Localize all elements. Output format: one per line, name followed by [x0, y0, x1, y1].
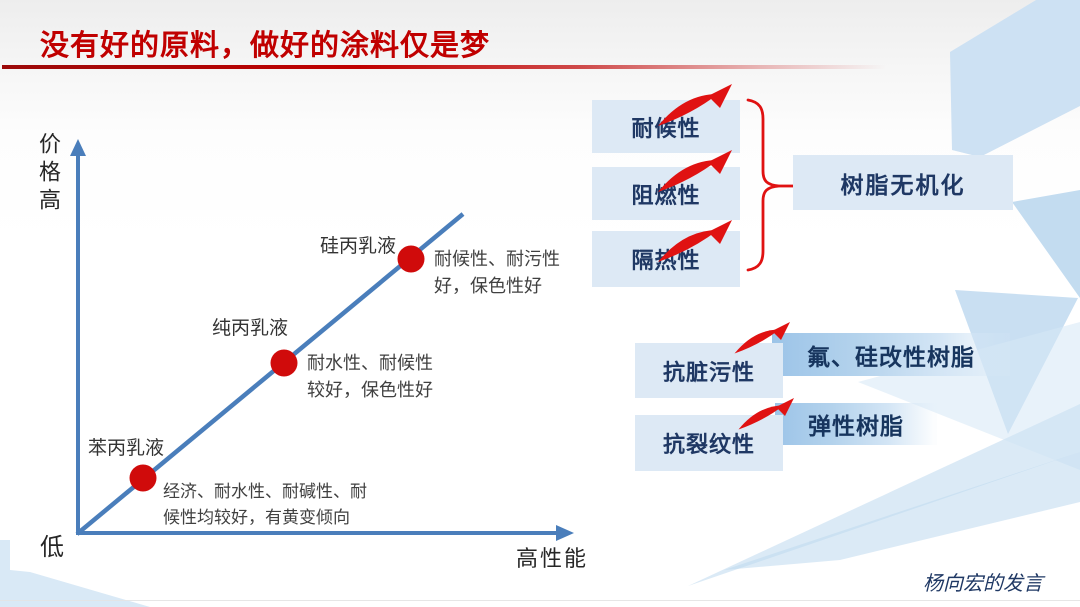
data-point-benbing [129, 464, 157, 492]
x-axis-arrowhead-icon [556, 525, 574, 541]
data-point-guibing [397, 245, 425, 273]
decor-polygon [1012, 190, 1080, 298]
point-label-chunbing: 纯丙乳液 [212, 318, 289, 339]
x-axis-label: 高性能 [516, 546, 589, 571]
point-desc-guibing: 耐候性、耐污性 好，保色性好 [434, 249, 560, 296]
data-point-chunbing [270, 349, 298, 377]
result-box-elastic-resin: 弹性树脂 [775, 403, 937, 445]
result-box-fluorine-silicone-resin: 氟、硅改性树脂 [772, 333, 1010, 376]
y-axis-low-label: 低 [40, 534, 64, 561]
decor-polygon [0, 540, 150, 607]
property-box-stain-resistance: 抗脏污性 [635, 343, 783, 398]
property-box-crack-resistance: 抗裂纹性 [635, 415, 783, 471]
point-label-benbing: 苯丙乳液 [88, 438, 165, 459]
title-underline [2, 65, 895, 69]
brace-icon [746, 98, 780, 272]
property-box-flame-retardancy: 阻燃性 [592, 167, 740, 220]
y-axis-label: 价格高 [36, 132, 61, 216]
point-label-guibing: 硅丙乳液 [320, 236, 397, 257]
slide-bottom-edge [0, 600, 1080, 601]
point-desc-benbing: 经济、耐水性、耐碱性、耐 候性均较好，有黄变倾向 [163, 482, 367, 527]
slide-title: 没有好的原料，做好的涂料仅是梦 [40, 30, 491, 62]
property-box-weather-resistance: 耐候性 [592, 100, 740, 153]
property-box-heat-insulation: 隔热性 [592, 231, 740, 287]
result-box-resin-inorganization: 树脂无机化 [793, 155, 1013, 210]
decor-polygon [950, 0, 1080, 157]
point-desc-chunbing: 耐水性、耐候性 较好，保色性好 [307, 353, 433, 400]
speaker-credit: 杨向宏的发言 [923, 573, 1043, 595]
y-axis-arrowhead-icon [70, 139, 86, 156]
